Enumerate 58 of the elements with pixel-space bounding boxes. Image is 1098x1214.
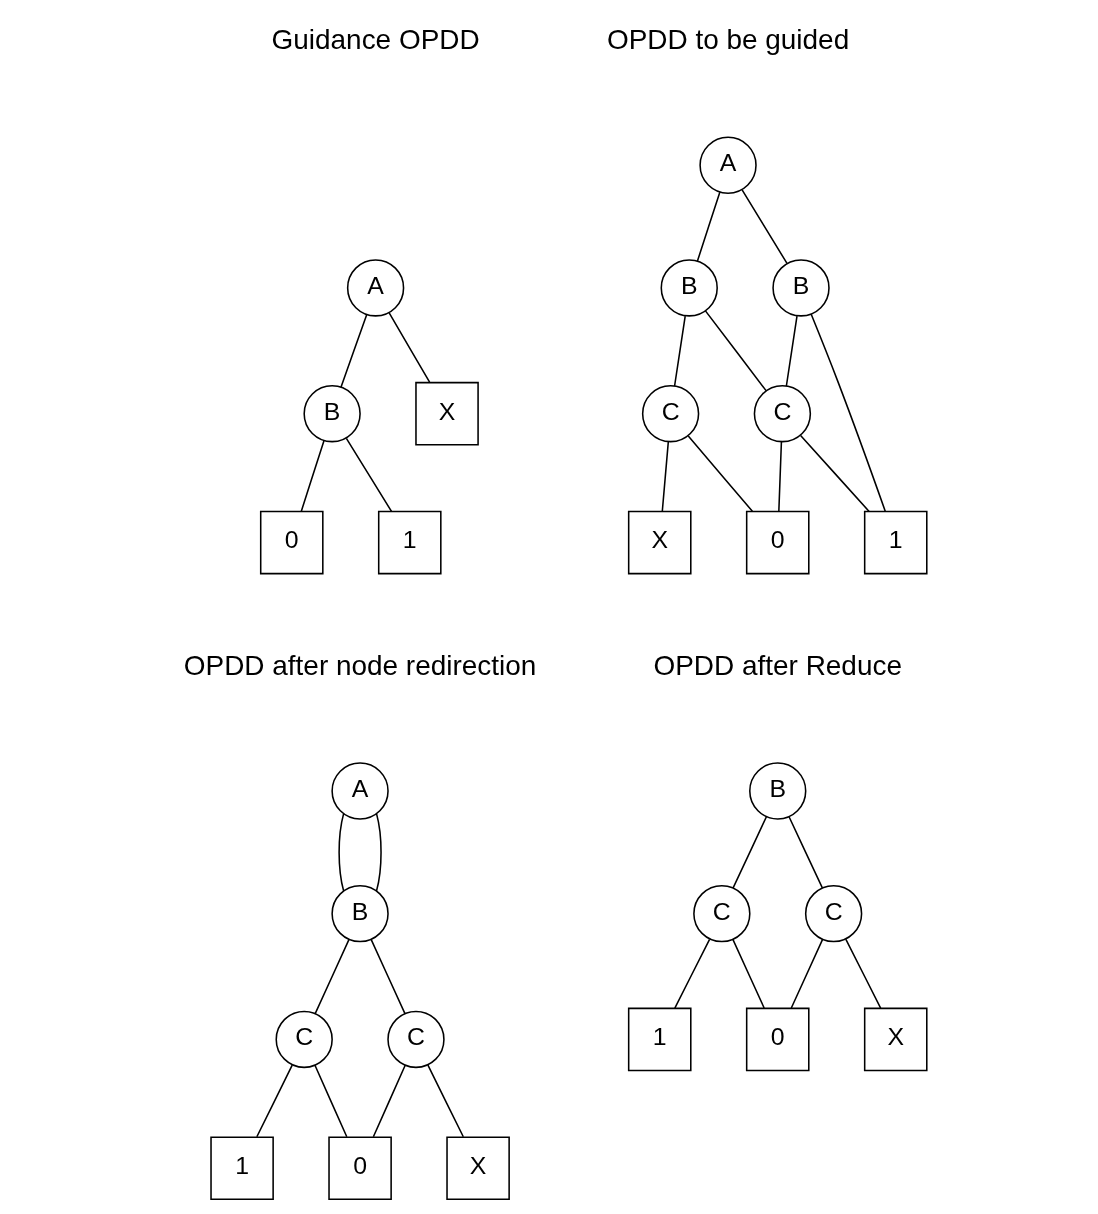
connector bbox=[313, 1064, 348, 1138]
connector bbox=[426, 1064, 464, 1138]
connector bbox=[375, 813, 382, 892]
label: OPDD after node redirection bbox=[183, 650, 536, 682]
label: OPDD after Reduce bbox=[653, 650, 902, 682]
connector bbox=[387, 311, 430, 383]
connector bbox=[740, 189, 788, 265]
connector bbox=[799, 434, 870, 513]
connector bbox=[313, 938, 350, 1015]
node-box: X bbox=[414, 381, 479, 446]
connector bbox=[785, 315, 798, 387]
node-circle: B bbox=[660, 259, 718, 317]
node-box: X bbox=[627, 510, 692, 575]
node-box: 1 bbox=[377, 510, 442, 575]
connector bbox=[696, 191, 721, 262]
node-box: 0 bbox=[745, 1007, 810, 1072]
node-circle: A bbox=[698, 136, 757, 194]
connector bbox=[255, 1064, 293, 1138]
node-circle: C bbox=[753, 384, 811, 443]
node-box: X bbox=[863, 1007, 928, 1072]
connector bbox=[787, 815, 823, 889]
connector bbox=[372, 1064, 406, 1138]
node-box: 1 bbox=[209, 1136, 274, 1201]
node-box: 0 bbox=[745, 510, 810, 575]
connector bbox=[673, 315, 686, 387]
node-circle: C bbox=[804, 884, 862, 943]
connector bbox=[345, 437, 392, 513]
node-box: 0 bbox=[259, 510, 324, 575]
node-box: X bbox=[445, 1136, 510, 1201]
node-circle: B bbox=[771, 259, 830, 317]
connector bbox=[777, 441, 782, 513]
label: OPDD to be guided bbox=[606, 24, 849, 56]
connector bbox=[731, 938, 765, 1009]
node-circle: A bbox=[330, 762, 389, 820]
node-circle: B bbox=[302, 384, 361, 443]
node-circle: C bbox=[274, 1010, 333, 1069]
node-box: 1 bbox=[627, 1007, 692, 1072]
node-box: 0 bbox=[327, 1136, 392, 1201]
connector bbox=[809, 313, 886, 512]
node-circle: B bbox=[748, 762, 806, 820]
node-circle: B bbox=[330, 884, 389, 943]
connector bbox=[339, 314, 367, 388]
connector bbox=[337, 813, 344, 892]
label: Guidance OPDD bbox=[271, 24, 480, 56]
node-circle: C bbox=[641, 384, 699, 443]
connector bbox=[369, 938, 406, 1015]
connector bbox=[687, 435, 753, 513]
connector bbox=[844, 938, 881, 1009]
connector bbox=[704, 310, 767, 392]
node-circle: C bbox=[692, 884, 751, 943]
connector bbox=[790, 938, 823, 1009]
connector bbox=[731, 815, 767, 889]
node-circle: A bbox=[346, 259, 404, 317]
node-circle: C bbox=[386, 1010, 445, 1069]
connector bbox=[300, 439, 325, 512]
node-box: 1 bbox=[863, 510, 928, 575]
connector bbox=[673, 938, 710, 1009]
connector bbox=[661, 441, 669, 513]
